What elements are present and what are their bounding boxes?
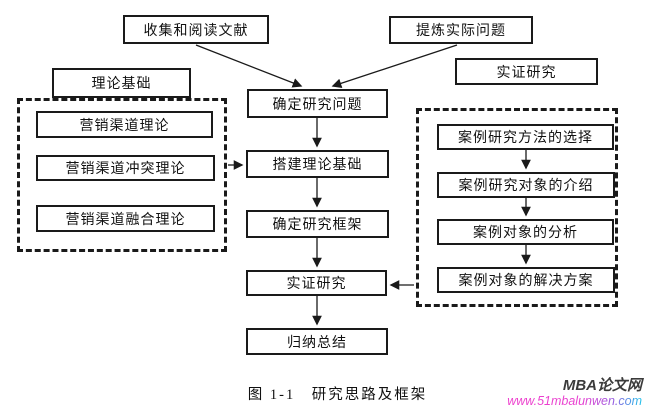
node-case-object-analysis: 案例对象的分析 [437,219,614,245]
node-marketing-channel-theory: 营销渠道理论 [36,111,213,138]
node-empirical-research: 实证研究 [246,270,387,296]
node-build-theory-basis: 搭建理论基础 [246,150,389,178]
node-summarize: 归纳总结 [246,328,388,355]
node-case-object-solution: 案例对象的解决方案 [437,267,615,293]
arrow-collect-to-define [195,44,303,88]
figure-caption: 图 1-1 研究思路及框架 [247,387,428,403]
site-url: www.51mbalunwen.com [507,394,642,408]
node-theory-basis-label: 理论基础 [52,68,191,98]
site-name: MBA论文网 [562,377,642,394]
node-define-research-question: 确定研究问题 [247,89,388,118]
node-channel-integration-theory: 营销渠道融合理论 [36,205,215,232]
site-watermark: MBA论文网 www.51mbalunwen.com [507,377,642,409]
node-case-object-introduction: 案例研究对象的介绍 [437,172,615,198]
arrow-refine-to-define [331,44,458,89]
node-empirical-research-label: 实证研究 [455,58,598,85]
theory-group-container [17,98,227,252]
node-collect-literature: 收集和阅读文献 [123,15,269,44]
node-channel-conflict-theory: 营销渠道冲突理论 [36,155,215,181]
node-refine-problem: 提炼实际问题 [389,16,533,44]
case-study-group-container [416,108,618,307]
node-case-method-selection: 案例研究方法的选择 [437,124,614,150]
node-define-research-framework: 确定研究框架 [246,210,389,238]
